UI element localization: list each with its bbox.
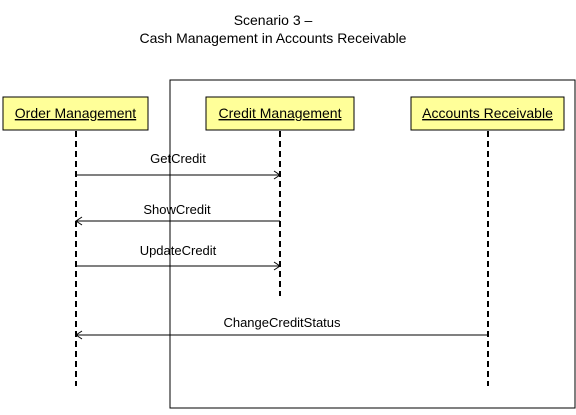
participant-label-order-management: Order Management xyxy=(15,105,137,121)
participant-label-credit-management: Credit Management xyxy=(219,105,342,121)
message-get-credit: GetCredit xyxy=(76,151,281,180)
system-boundary-frame xyxy=(169,79,576,409)
message-show-credit: ShowCredit xyxy=(75,202,280,226)
participant-label-accounts-receivable: Accounts Receivable xyxy=(422,105,553,121)
diagram-title-line1: Scenario 3 – xyxy=(234,12,313,28)
message-label-update-credit: UpdateCredit xyxy=(140,243,217,258)
message-update-credit: UpdateCredit xyxy=(76,243,281,271)
message-label-get-credit: GetCredit xyxy=(150,151,206,166)
diagram-title-line2: Cash Management in Accounts Receivable xyxy=(140,30,407,46)
message-label-change-credit-status: ChangeCreditStatus xyxy=(223,315,341,330)
participant-credit-management: Credit Management xyxy=(205,96,355,131)
message-label-show-credit: ShowCredit xyxy=(143,202,211,217)
participant-accounts-receivable: Accounts Receivable xyxy=(410,96,565,131)
message-change-credit-status: ChangeCreditStatus xyxy=(75,315,488,340)
participant-order-management: Order Management xyxy=(2,96,149,131)
